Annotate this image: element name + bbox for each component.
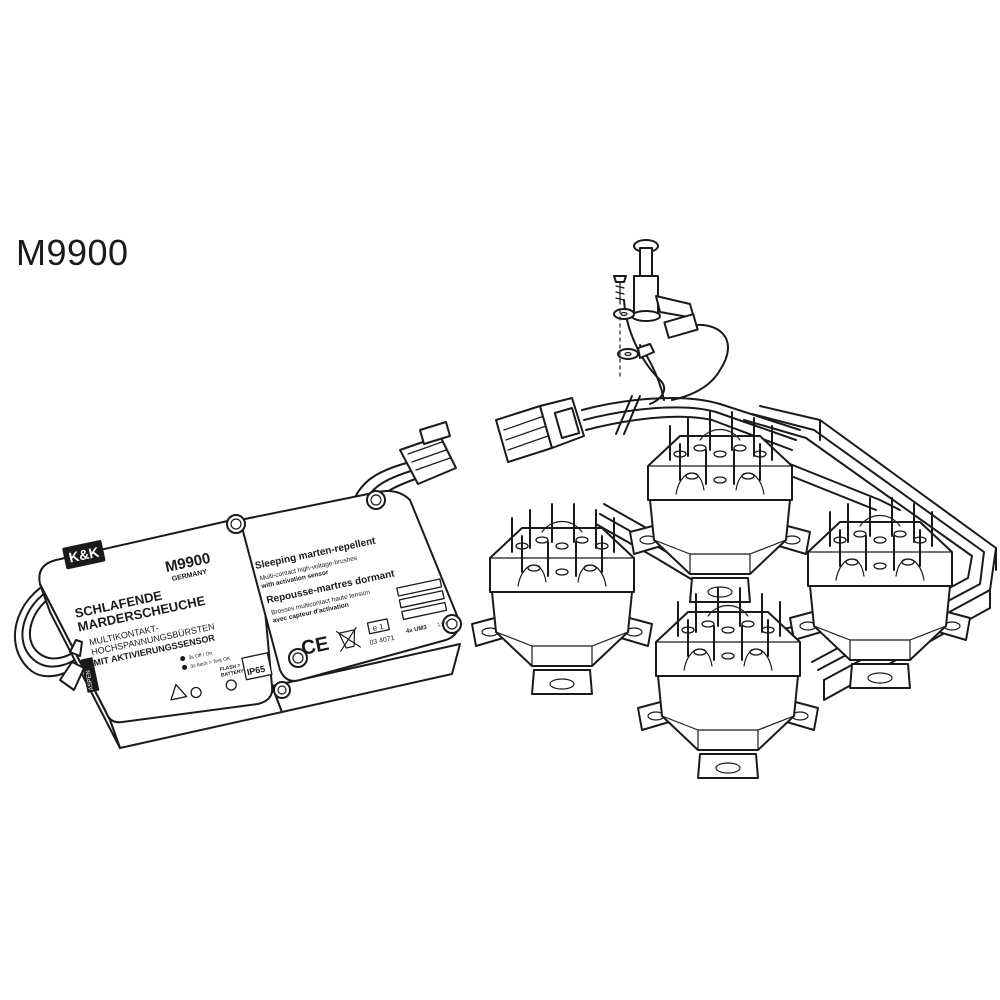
warning-icon	[170, 683, 188, 701]
unit-connector-icon	[399, 421, 457, 485]
e-mark: e 1	[372, 622, 385, 633]
brush-module-left	[471, 503, 653, 695]
control-unit: ASPEN K&K M9900 GERMANY SCHLAFENDE MARDE…	[13, 421, 462, 749]
model-title: M9900	[16, 232, 129, 273]
waste-bin-icon	[335, 626, 361, 652]
battery-voltage: 1,5V	[437, 620, 449, 628]
kk-logo: K&K	[62, 540, 106, 570]
wiring-harness	[495, 299, 801, 463]
screw-icon	[226, 490, 462, 699]
brush-module-back	[629, 411, 811, 603]
harness-connector-icon	[495, 397, 585, 463]
flash-label-1: FLASH =	[219, 663, 241, 673]
brush-module-front	[637, 587, 819, 779]
activation-sensor-icon	[613, 239, 699, 377]
flash-label-2: BATTERY	[221, 668, 245, 679]
side-badge: ASPEN	[86, 670, 95, 691]
ip-rating: IP65	[246, 664, 266, 678]
logo-text: K&K	[67, 544, 100, 566]
battery-count: 4x UM3	[406, 625, 428, 635]
instruction-1: 3s Off / On	[188, 650, 213, 661]
